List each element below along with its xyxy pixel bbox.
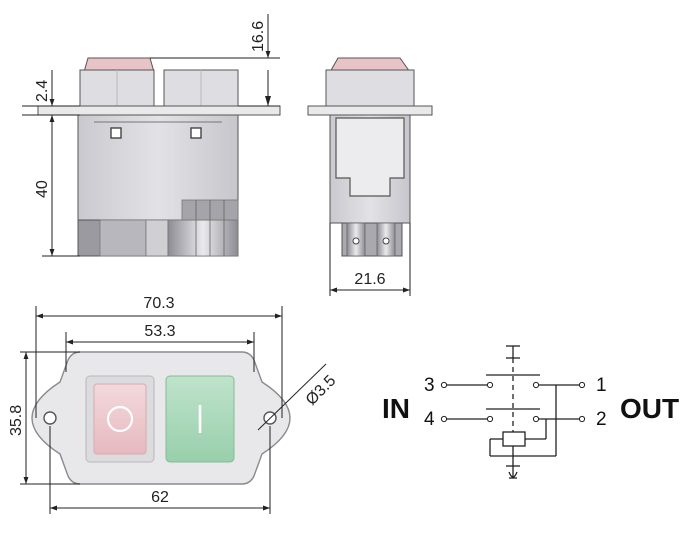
dim-overall-width: 70.3	[143, 295, 174, 312]
front-flange	[37, 105, 281, 116]
off-symbol-icon	[106, 405, 134, 433]
out-label: OUT	[620, 393, 679, 424]
dim-hole-diameter: Ø3.5	[303, 372, 340, 409]
wiring-schematic: IN OUT 3 4 1 2	[382, 345, 679, 479]
in-label: IN	[382, 393, 410, 424]
terminal-1: 1	[596, 375, 607, 396]
dim-height: 35.8	[8, 405, 25, 436]
dim-flange-thickness: 2.4	[34, 80, 51, 102]
front-view: 16.6 2.4 40	[22, 14, 281, 257]
dim-housing-width: 53.3	[144, 323, 175, 340]
side-flange	[307, 105, 433, 116]
dim-button-height: 16.6	[250, 21, 267, 52]
terminal-3: 3	[424, 375, 435, 396]
left-mounting-hole	[43, 411, 57, 425]
dim-side-width: 21.6	[354, 271, 385, 288]
terminal-2: 2	[596, 409, 607, 430]
relay-coil	[502, 431, 526, 447]
terminal-4: 4	[424, 409, 435, 430]
top-housing	[31, 351, 291, 485]
dim-hole-spacing: 62	[151, 489, 169, 506]
top-view: 70.3 53.3 35.8 62 Ø3.5	[8, 295, 339, 514]
side-view: 21.6	[307, 57, 433, 296]
dim-body-height: 40	[34, 180, 51, 198]
